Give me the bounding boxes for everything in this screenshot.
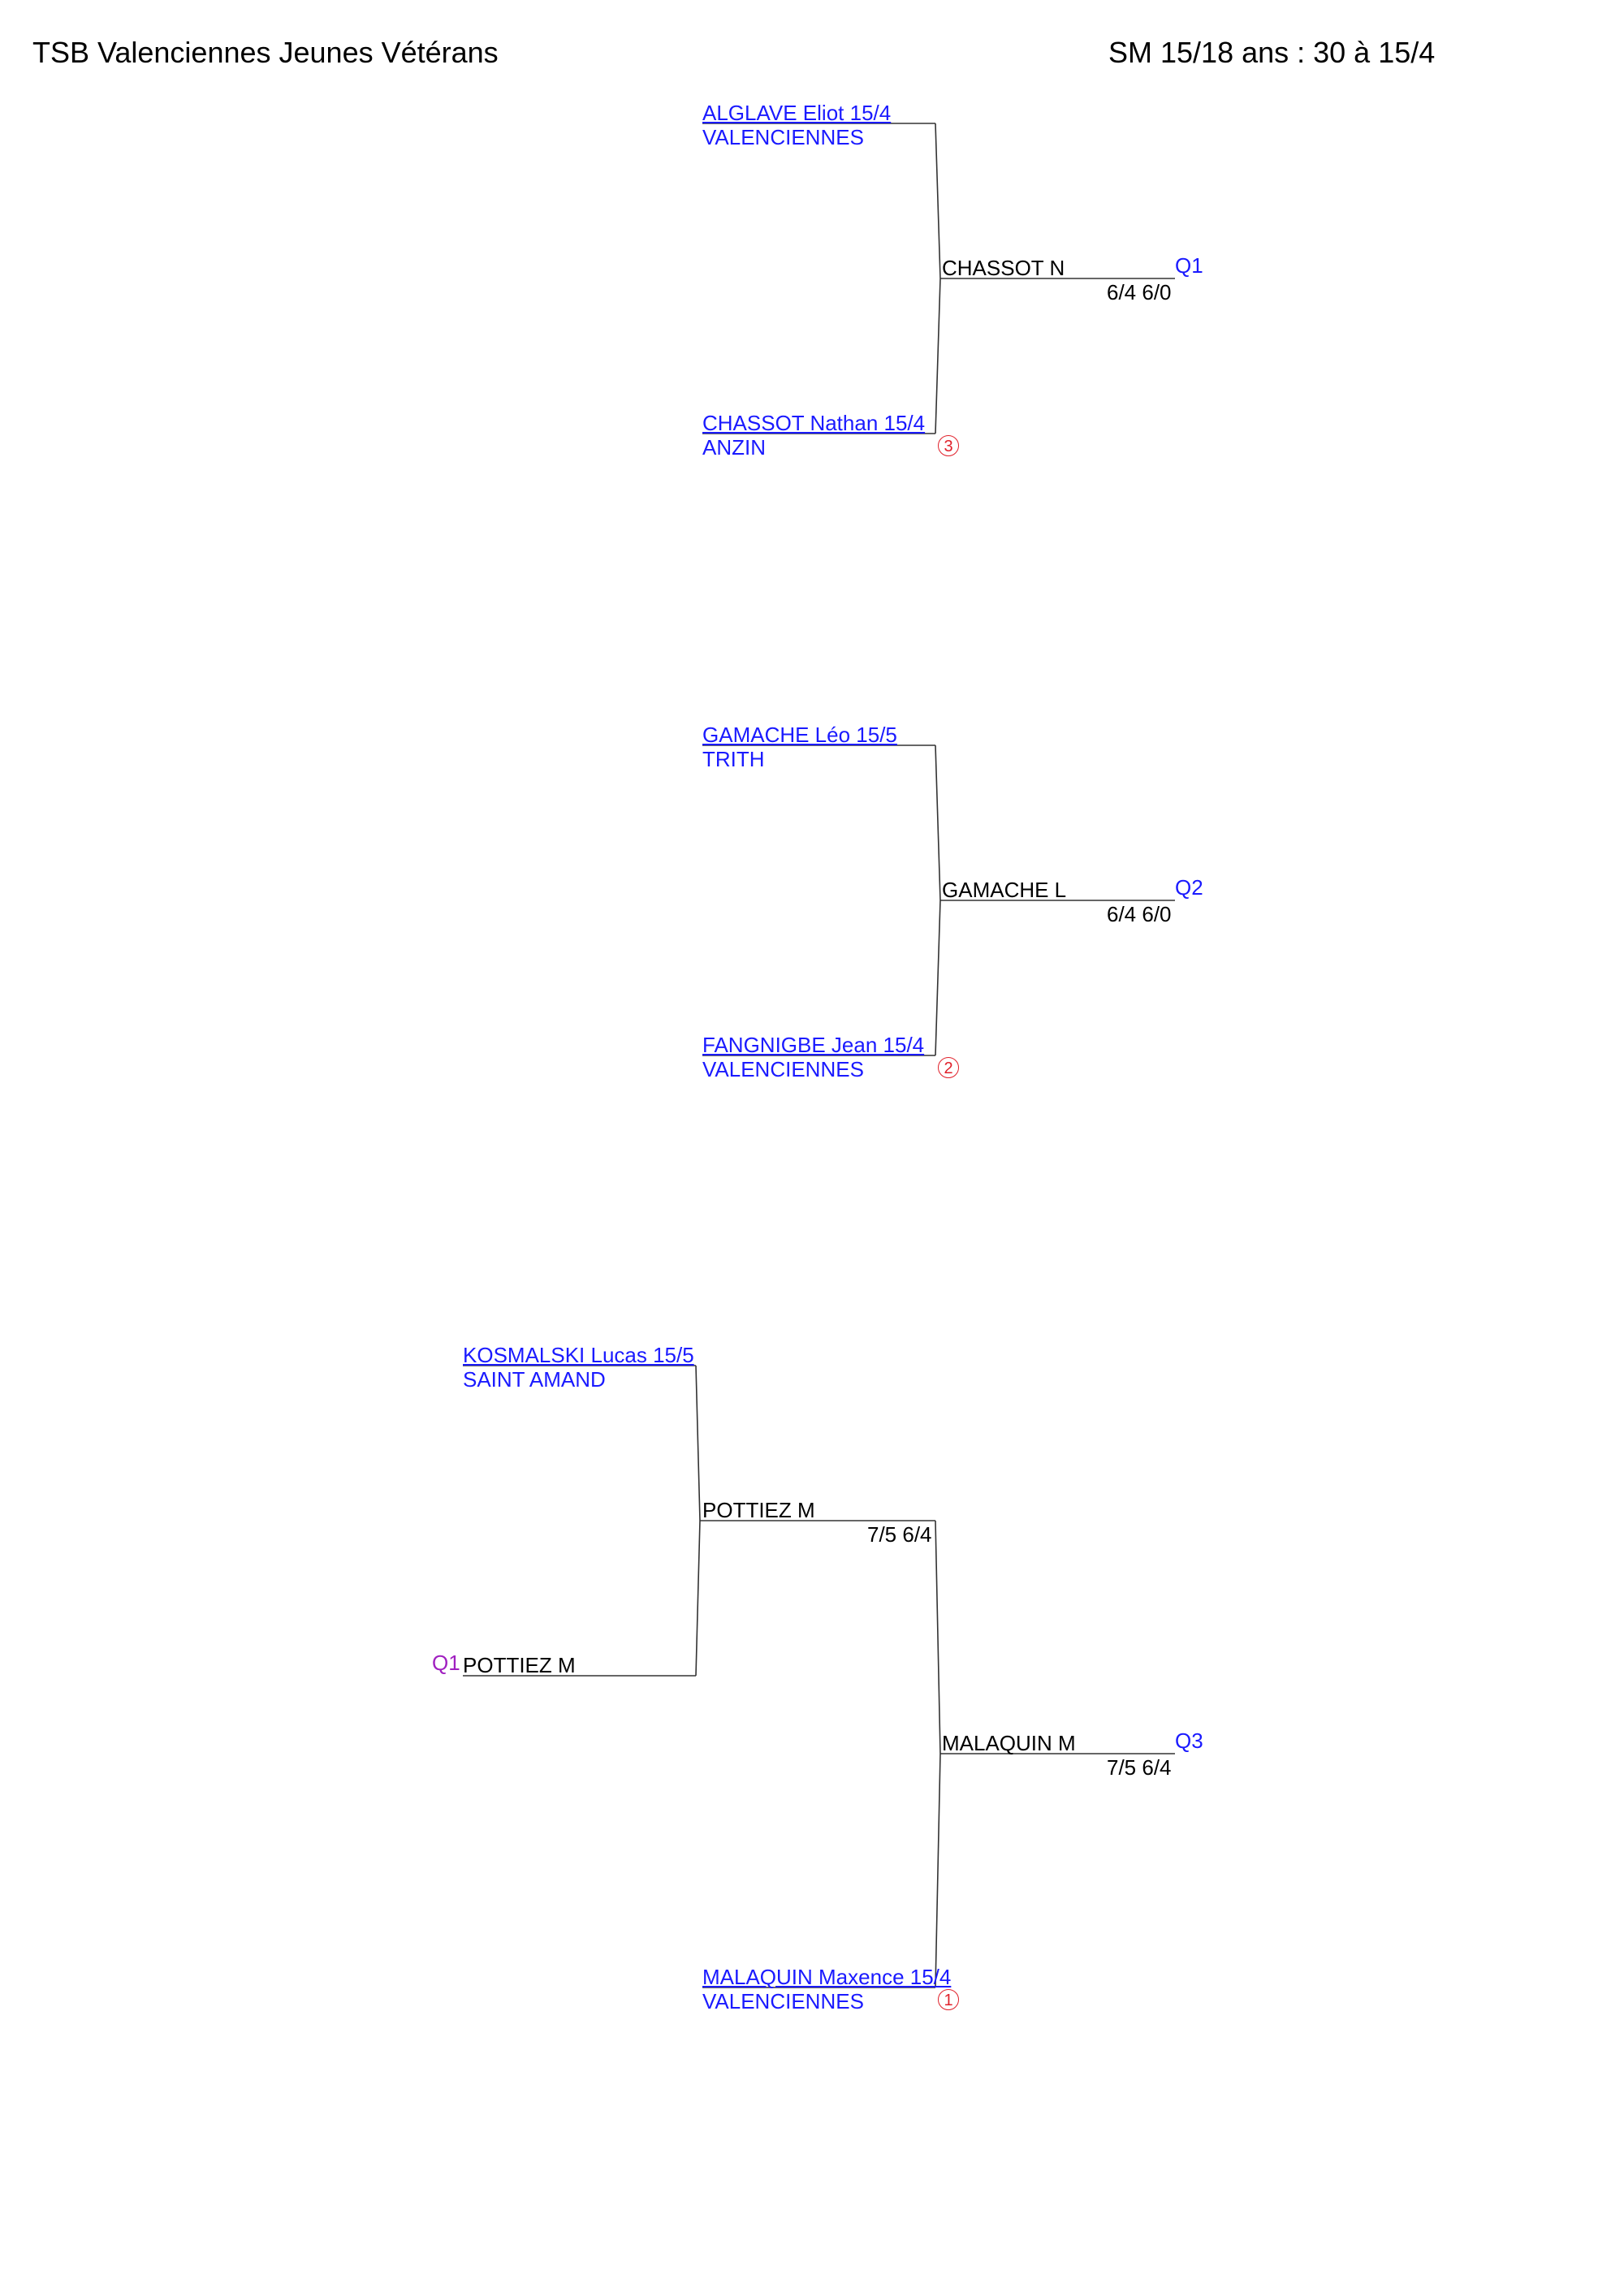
d1-bottom-club: ANZIN	[702, 435, 766, 460]
seed-badge: 1	[938, 1989, 959, 2010]
d2-top-club: TRITH	[702, 747, 765, 771]
d1-qualifier-tag: Q1	[1175, 253, 1203, 278]
d2-qualifier-tag: Q2	[1175, 875, 1203, 900]
d3-top-club: SAINT AMAND	[463, 1367, 606, 1392]
d3-round1-winner: POTTIEZ M	[702, 1498, 815, 1522]
d1-bottom-player-link[interactable]: CHASSOT Nathan 15/4	[702, 411, 926, 435]
seed-badge: 2	[938, 1057, 959, 1078]
d2-winner: GAMACHE L	[942, 878, 1067, 902]
d3-r1-connector	[695, 1365, 701, 1677]
d1-top-player-link[interactable]: ALGLAVE Eliot 15/4	[702, 101, 892, 125]
d3-qualifier-tag: Q3	[1175, 1728, 1203, 1753]
d1-connector	[935, 123, 941, 434]
d3-score: 7/5 6/4	[1107, 1755, 1172, 1780]
d2-top-player-link[interactable]: GAMACHE Léo 15/5	[702, 723, 897, 747]
d1-winner: CHASSOT N	[942, 256, 1065, 280]
d3-bottom-player-link[interactable]: MALAQUIN Maxence 15/4	[702, 1965, 952, 1989]
d3-top-player-link[interactable]: KOSMALSKI Lucas 15/5	[463, 1343, 694, 1367]
seed-badge: 3	[938, 435, 959, 456]
d3-connector	[935, 1520, 941, 1988]
d3-entry-qualifier-name: POTTIEZ M	[463, 1653, 576, 1677]
d3-winner: MALAQUIN M	[942, 1731, 1076, 1755]
d1-top-club: VALENCIENNES	[702, 125, 864, 149]
d1-score: 6/4 6/0	[1107, 280, 1172, 304]
d2-bottom-player-link[interactable]: FANGNIGBE Jean 15/4	[702, 1033, 925, 1057]
d2-connector	[935, 744, 941, 1056]
document-title: TSB Valenciennes Jeunes Vétérans	[32, 36, 499, 69]
d3-bottom-club: VALENCIENNES	[702, 1989, 864, 2013]
d2-bottom-club: VALENCIENNES	[702, 1057, 864, 1081]
category-title: SM 15/18 ans : 30 à 15/4	[1108, 36, 1436, 69]
d3-entry-qualifier-tag: Q1	[432, 1651, 460, 1675]
d3-round1-score: 7/5 6/4	[867, 1522, 932, 1547]
d2-score: 6/4 6/0	[1107, 902, 1172, 926]
